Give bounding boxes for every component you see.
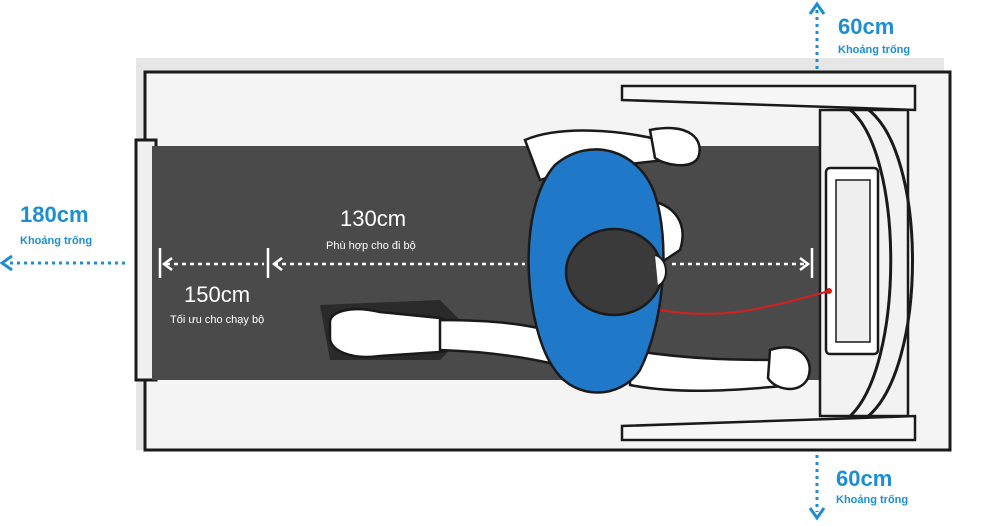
runner-ear	[654, 254, 667, 287]
top-clearance-value: 60cm	[838, 14, 895, 39]
runner-head	[564, 227, 664, 317]
running-length-caption: Tối ưu cho chạy bộ	[170, 314, 265, 326]
arrow-head-walk-left	[271, 257, 283, 271]
hand-bottom	[766, 346, 811, 391]
safety-cord	[659, 290, 830, 315]
running-length-value: 150cm	[184, 282, 251, 307]
top-clearance-caption: Khoảng trống	[838, 44, 911, 56]
bottom-clearance-arrow	[808, 507, 826, 521]
handlebar-arc	[847, 106, 893, 420]
handlebar-arc-outer	[865, 106, 914, 420]
bottom-clearance-value: 60cm	[836, 466, 893, 491]
hand-top	[648, 126, 701, 167]
console-panel	[835, 179, 871, 343]
walking-length-value: 130cm	[340, 206, 407, 231]
bottom-clearance-caption: Khoảng trống	[836, 494, 909, 506]
walking-length-caption: Phù hợp cho đi bộ	[326, 240, 416, 252]
rear-clearance-value: 180cm	[20, 202, 89, 227]
top-clearance-arrow	[808, 1, 826, 15]
rear-clearance-caption: Khoảng trống	[20, 235, 93, 247]
arrow-head-run	[161, 257, 173, 271]
rear-clearance-arrow	[0, 254, 13, 272]
arrow-head-walk-right	[799, 257, 811, 271]
